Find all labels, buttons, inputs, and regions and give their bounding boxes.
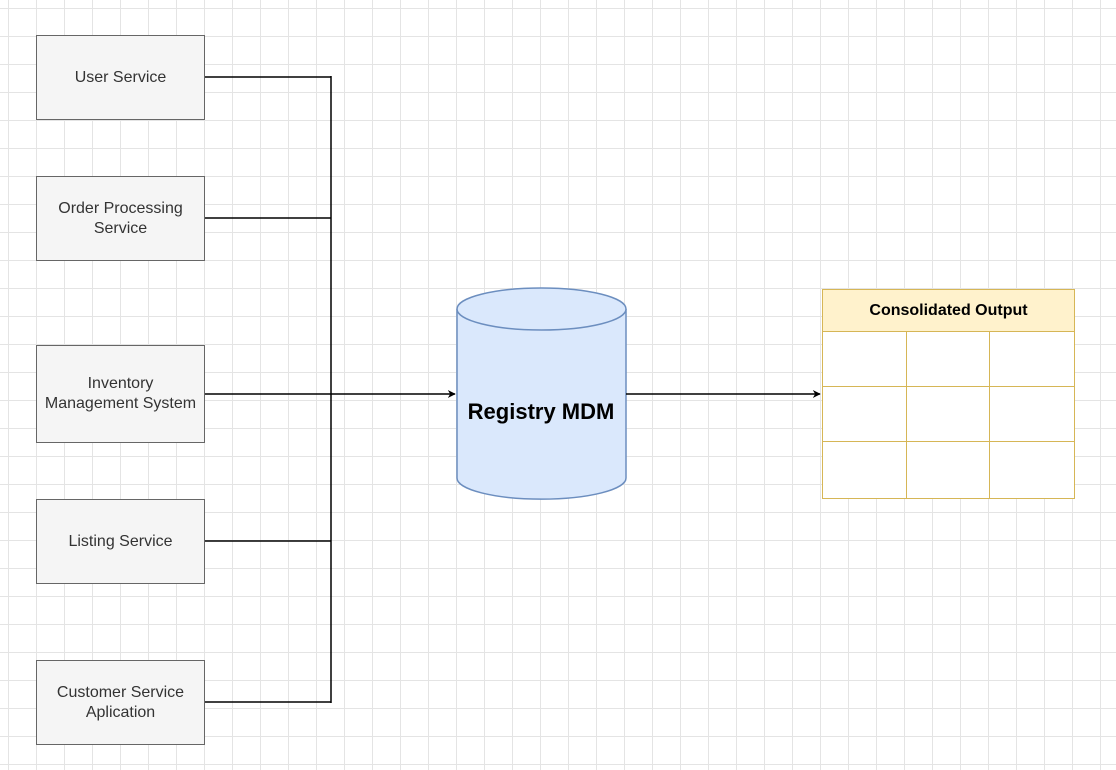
customer-service-application-box[interactable]: Customer Service Aplication xyxy=(36,660,205,745)
user-service-box[interactable]: User Service xyxy=(36,35,205,120)
table-cell[interactable] xyxy=(907,442,991,498)
table-cell[interactable] xyxy=(823,332,907,388)
inventory-management-system-box[interactable]: Inventory Management System xyxy=(36,345,205,443)
listing-service-box[interactable]: Listing Service xyxy=(36,499,205,584)
order-processing-service-box[interactable]: Order Processing Service xyxy=(36,176,205,261)
consolidated-output-grid xyxy=(823,332,1074,498)
table-cell[interactable] xyxy=(906,332,991,388)
table-cell[interactable] xyxy=(823,442,907,498)
consolidated-output-table[interactable]: Consolidated Output xyxy=(822,289,1075,499)
table-cell[interactable] xyxy=(906,387,991,443)
table-cell[interactable] xyxy=(990,442,1074,497)
table-cell[interactable] xyxy=(990,332,1074,388)
consolidated-output-title: Consolidated Output xyxy=(823,290,1074,332)
table-cell[interactable] xyxy=(990,387,1074,443)
table-cell[interactable] xyxy=(823,387,907,443)
registry-mdm-cylinder[interactable] xyxy=(456,287,627,500)
registry-mdm-label: Registry MDM xyxy=(467,399,615,424)
